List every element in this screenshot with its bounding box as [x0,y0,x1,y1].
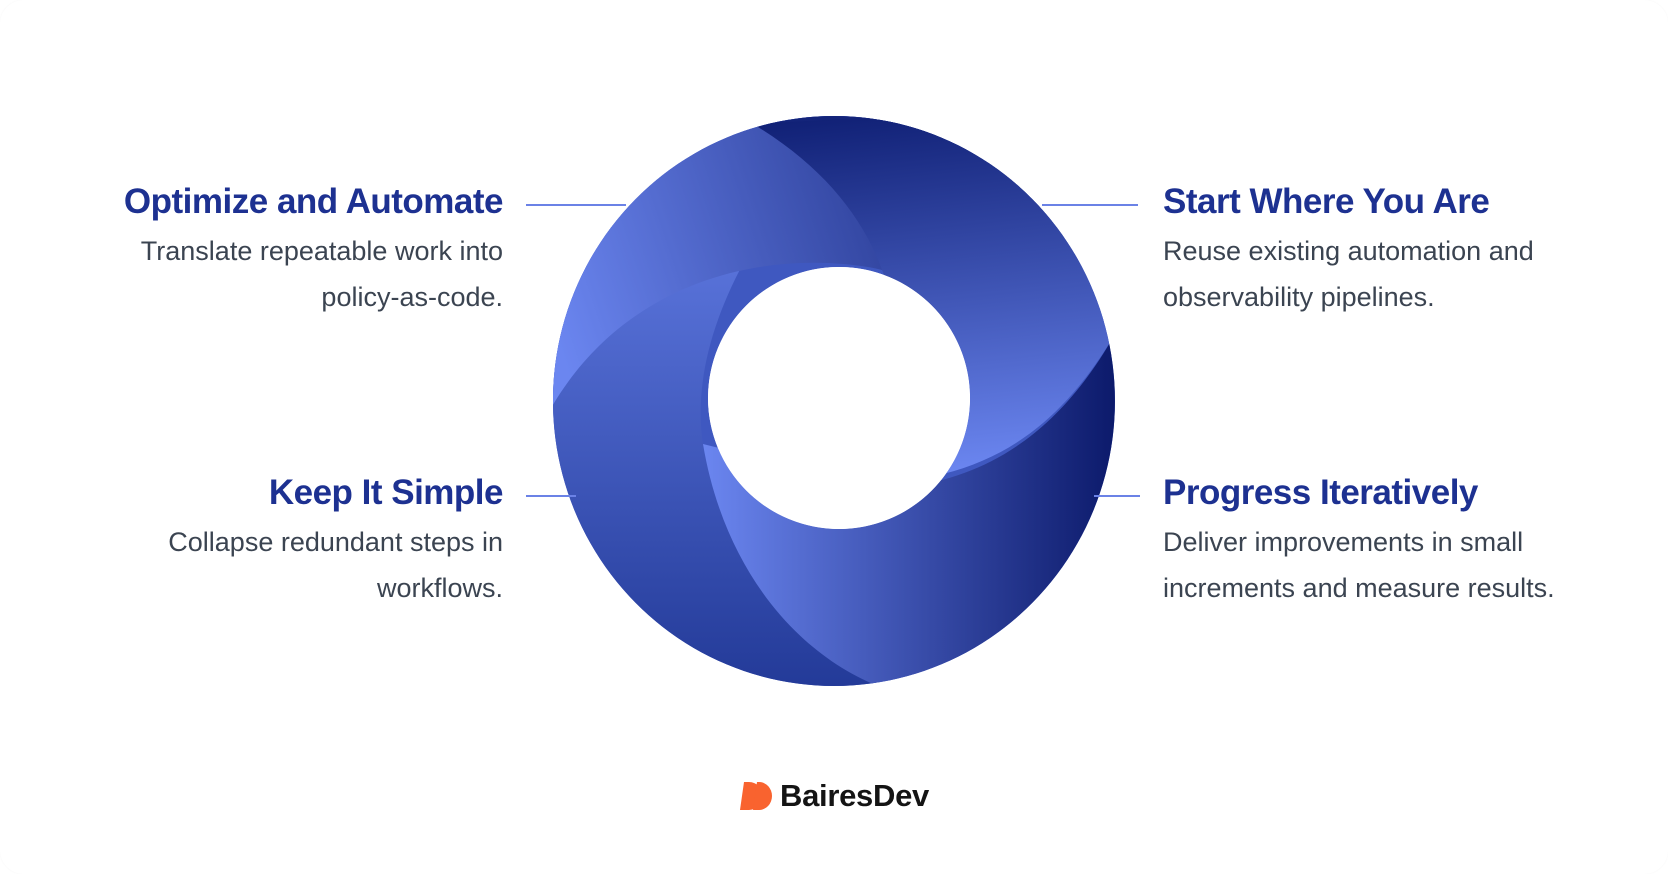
principle-keep-it-simple: Keep It Simple Collapse redundant steps … [168,471,503,611]
description-line: Deliver improvements in small [1163,527,1524,557]
principle-start-where-you-are: Start Where You Are Reuse existing autom… [1163,180,1534,320]
principle-title: Optimize and Automate [123,182,504,221]
description-line: increments and measure results. [1163,573,1555,603]
description-line: Reuse existing automation and [1163,236,1534,266]
principle-description: Reuse existing automation and observabil… [1163,228,1534,320]
connector-line-bottom-right [1094,495,1140,497]
bairesdev-mark-icon [740,782,772,810]
principle-title: Start Where You Are [1163,182,1490,221]
principle-optimize-and-automate: Optimize and Automate Translate repeatab… [123,180,504,320]
description-line: observability pipelines. [1163,282,1435,312]
connector-line-top-right [1042,204,1138,206]
description-line: policy-as-code. [321,282,503,312]
cycle-donut-graphic [553,116,1115,686]
principle-description: Collapse redundant steps in workflows. [168,519,503,611]
principle-description: Translate repeatable work into policy-as… [124,228,503,320]
connector-line-bottom-left [526,495,576,497]
logo-wordmark: BairesDev [780,778,929,813]
description-line: Collapse redundant steps in [168,527,503,557]
principle-title: Keep It Simple [268,473,504,512]
principle-title: Progress Iteratively [1163,473,1478,512]
bairesdev-logo: BairesDev [740,778,929,814]
principle-description: Deliver improvements in small increments… [1163,519,1555,611]
principle-progress-iteratively: Progress Iteratively Deliver improvement… [1163,471,1555,611]
connector-line-top-left [526,204,626,206]
description-line: workflows. [376,573,503,603]
description-line: Translate repeatable work into [140,236,503,266]
